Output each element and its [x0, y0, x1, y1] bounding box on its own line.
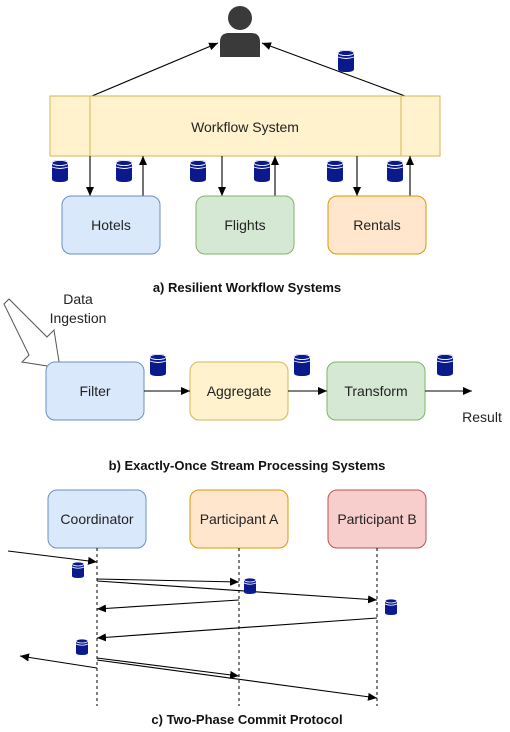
- transform-box: Transform: [326, 361, 426, 421]
- msg-client-to-coordinator: [7, 550, 98, 565]
- database-icon: [115, 159, 133, 183]
- msg-vote-a: [96, 599, 240, 613]
- database-icon: [149, 353, 167, 377]
- coordinator-label: Coordinator: [60, 511, 133, 527]
- database-icon: [51, 159, 69, 183]
- participant-a-box: Participant A: [189, 489, 289, 549]
- aggregate-box: Aggregate: [189, 361, 289, 421]
- database-icon: [436, 353, 454, 377]
- arrow-workflow-to-user-left: [91, 42, 219, 97]
- rentals-label: Rentals: [353, 217, 400, 233]
- msg-vote-b: [96, 617, 378, 642]
- coordinator-box: Coordinator: [47, 489, 147, 549]
- database-icon: [326, 159, 344, 183]
- user-icon: [220, 6, 260, 57]
- database-icon: [337, 49, 355, 73]
- caption-b: b) Exactly-Once Stream Processing System…: [109, 458, 386, 473]
- database-icon: [386, 159, 404, 183]
- workflow-system-label: Workflow System: [191, 119, 299, 135]
- filter-label: Filter: [79, 383, 110, 399]
- hollow-arrow-icon: [3, 298, 61, 369]
- caption-c: c) Two-Phase Commit Protocol: [151, 712, 342, 727]
- database-icon: [384, 598, 398, 616]
- hotels-box: Hotels: [61, 195, 161, 255]
- msg-coordinator-to-client: [19, 653, 98, 669]
- database-icon: [253, 159, 271, 183]
- database-icon: [75, 638, 89, 656]
- participant-b-box: Participant B: [327, 489, 427, 549]
- participant-a-label: Participant A: [200, 511, 279, 527]
- participant-b-label: Participant B: [337, 511, 416, 527]
- result-label: Result: [462, 409, 502, 425]
- caption-a: a) Resilient Workflow Systems: [153, 280, 341, 295]
- transform-label: Transform: [344, 383, 407, 399]
- database-icon: [71, 561, 85, 579]
- msg-prepare-a: [96, 577, 240, 586]
- rentals-box: Rentals: [327, 195, 427, 255]
- hotels-label: Hotels: [91, 217, 131, 233]
- flights-box: Flights: [195, 195, 295, 255]
- msg-commit-a: [96, 657, 240, 679]
- workflow-system-box: Workflow System: [49, 95, 441, 157]
- msg-prepare-b: [96, 580, 378, 604]
- filter-box: Filter: [45, 361, 145, 421]
- data-ingestion-label-1: Data: [63, 291, 93, 307]
- aggregate-label: Aggregate: [207, 383, 272, 399]
- flights-label: Flights: [224, 217, 265, 233]
- database-icon: [243, 577, 257, 595]
- data-ingestion-label-2: Ingestion: [50, 310, 107, 326]
- database-icon: [189, 159, 207, 183]
- msg-commit-b: [96, 659, 378, 701]
- database-icon: [293, 353, 311, 377]
- arrow-workflow-to-user-right: [261, 42, 406, 97]
